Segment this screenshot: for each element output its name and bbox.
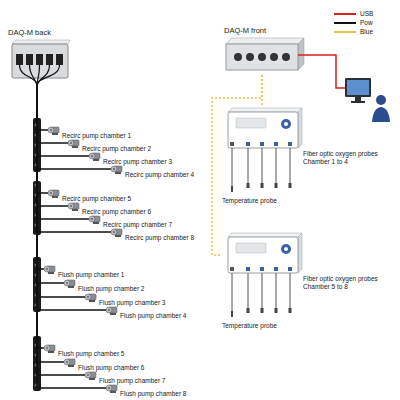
pump-icon	[44, 343, 56, 354]
power-cable	[37, 86, 111, 169]
pump-icon	[89, 151, 101, 162]
pump-label: Flush pump chamber 4	[120, 310, 186, 322]
probe-label: Temperature probe	[222, 197, 312, 205]
pump-node: Recirc pump chamber 6	[68, 200, 151, 212]
legend-row: Pow	[334, 13, 373, 22]
power-cable	[37, 86, 106, 388]
power-cable	[37, 86, 85, 297]
oxygen-meter	[228, 108, 302, 317]
legend-swatch	[334, 13, 356, 15]
daq-back-unit	[12, 40, 70, 86]
device-label: DAQ-M back	[8, 28, 72, 37]
pump-node: Flush pump chamber 1	[44, 263, 124, 275]
power-cable	[37, 86, 48, 130]
legend-row: Blue	[334, 22, 373, 31]
pump-node: Flush pump chamber 4	[106, 304, 186, 316]
pump-label: Recirc pump chamber 8	[125, 232, 194, 244]
pump-icon	[85, 292, 97, 303]
legend-row: USB	[334, 4, 373, 13]
power-cable	[37, 86, 85, 375]
pump-label: Flush pump chamber 8	[120, 388, 186, 400]
probe-label: Temperature probe	[222, 322, 312, 330]
legend-swatch	[334, 31, 356, 33]
pump-icon	[64, 278, 76, 289]
text-slot: Temperature probe	[222, 197, 312, 205]
power-cable	[37, 86, 48, 193]
device-node: DAQ-M front	[222, 26, 312, 75]
pump-icon	[48, 125, 60, 136]
probe-label: Fiber optic oxygen probes Chamber 5 to 8	[303, 275, 389, 291]
bluetooth-link	[212, 75, 262, 255]
device-node: Fiber optic oxygen probes Chamber 1 to 4…	[220, 105, 390, 207]
text-slot: Temperature probe	[222, 322, 312, 330]
pump-icon	[106, 383, 118, 394]
pump-icon	[111, 164, 123, 175]
pump-node: Flush pump chamber 3	[85, 291, 165, 303]
pump-icon	[106, 305, 118, 316]
power-cable	[37, 86, 44, 348]
pump-icon	[111, 227, 123, 238]
pump-node: Flush pump chamber 7	[85, 369, 165, 381]
pump-node: Flush pump chamber 6	[64, 356, 144, 368]
device-node: DAQ-M back	[8, 28, 72, 86]
text-slot: DAQ-M back	[8, 28, 72, 37]
usb-cable	[298, 55, 345, 88]
pump-node: Recirc pump chamber 3	[89, 150, 172, 162]
pump-node: Recirc pump chamber 5	[48, 187, 131, 199]
legend: USBPowBlue	[334, 4, 373, 31]
pump-label: Flush pump chamber 5	[58, 348, 124, 360]
text-slot: DAQ-M front	[224, 26, 312, 35]
pump-label: Flush pump chamber 2	[78, 283, 144, 295]
legend-swatch	[334, 22, 356, 24]
pump-node: Recirc pump chamber 1	[48, 124, 131, 136]
power-cable	[37, 86, 64, 362]
pump-node: Recirc pump chamber 8	[111, 226, 194, 238]
pump-icon	[89, 214, 101, 225]
pump-icon	[64, 357, 76, 368]
text-slot: Fiber optic oxygen probes Chamber 5 to 8	[303, 275, 389, 291]
legend-text: Pow	[360, 19, 373, 26]
daq-front-unit	[226, 38, 304, 70]
pump-label: Recirc pump chamber 4	[125, 169, 194, 181]
legend-text: USB	[360, 10, 373, 17]
device-node: Fiber optic oxygen probes Chamber 5 to 8…	[220, 230, 390, 332]
text-slot: Fiber optic oxygen probes Chamber 1 to 4	[303, 150, 389, 166]
pump-icon	[68, 201, 80, 212]
legend-text: Blue	[360, 28, 373, 35]
pump-node: Recirc pump chamber 7	[89, 213, 172, 225]
device-label: DAQ-M front	[224, 26, 312, 35]
probe-label: Fiber optic oxygen probes Chamber 1 to 4	[303, 150, 389, 166]
pump-node: Flush pump chamber 8	[106, 382, 186, 394]
pump-node: Flush pump chamber 2	[64, 277, 144, 289]
pump-label: Flush pump chamber 1	[58, 269, 124, 281]
computer-user	[345, 78, 390, 122]
pump-icon	[68, 138, 80, 149]
power-cable	[37, 86, 64, 283]
pump-icon	[85, 370, 97, 381]
pump-node: Flush pump chamber 5	[44, 342, 124, 354]
pump-icon	[48, 188, 60, 199]
power-cable	[37, 86, 89, 156]
power-cable	[37, 86, 68, 206]
pump-node: Recirc pump chamber 4	[111, 163, 194, 175]
pump-node: Recirc pump chamber 2	[68, 137, 151, 149]
pump-icon	[44, 264, 56, 275]
power-cable	[37, 86, 44, 269]
